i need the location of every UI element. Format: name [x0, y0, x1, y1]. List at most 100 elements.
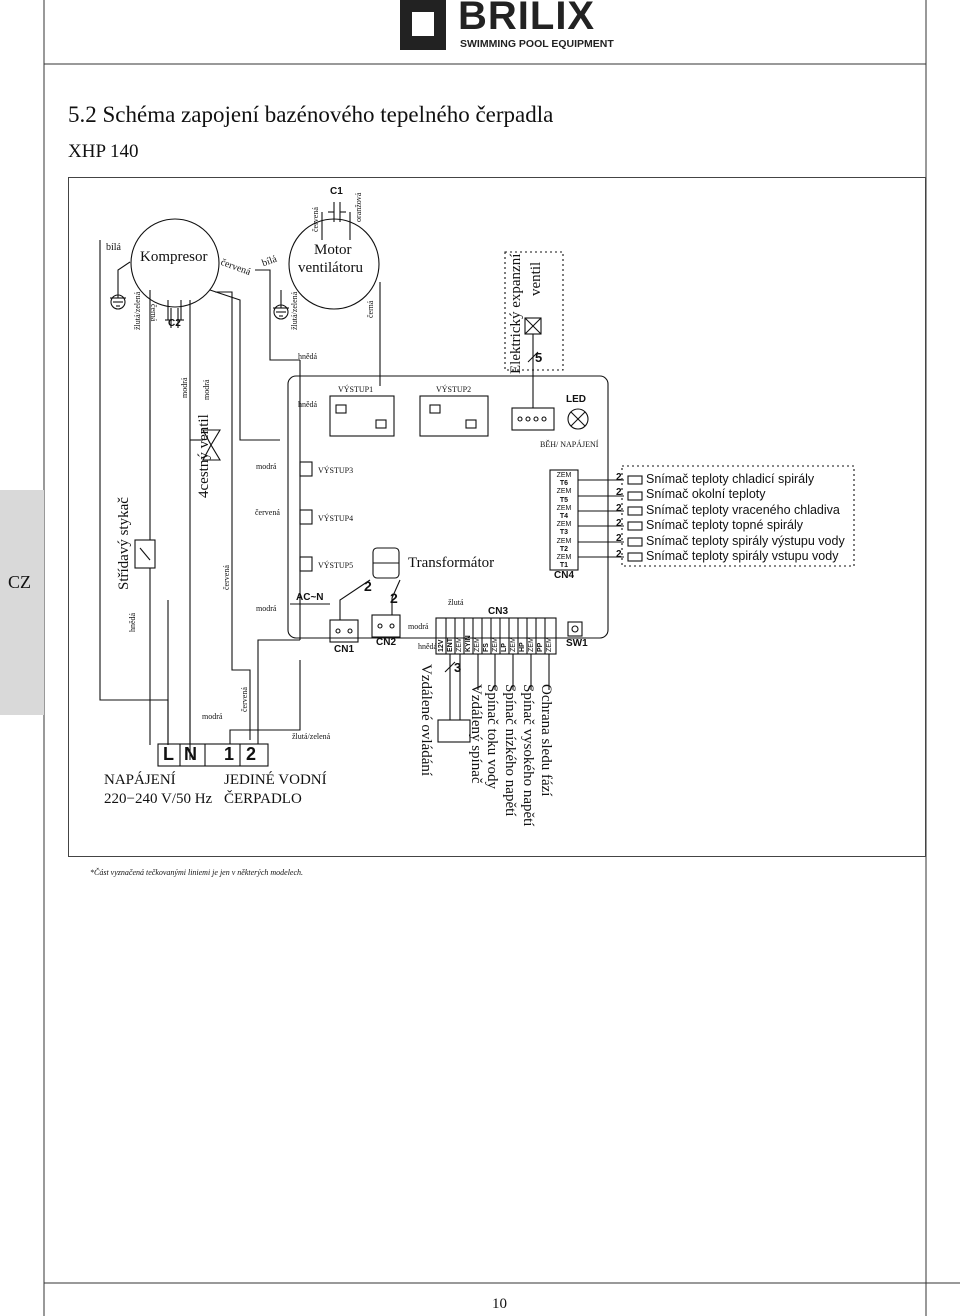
vystup4-label: VÝSTUP4 — [318, 514, 354, 523]
sensor-label: Snímač teploty chladicí spirály — [646, 472, 815, 486]
terminal-labels: L N 1 2 — [158, 744, 268, 766]
cn3-pin: LP — [501, 643, 508, 652]
contactor-label: Střídavý stykač — [116, 497, 132, 590]
cn3-label: CN3 — [488, 606, 509, 617]
sensor-label: Snímač okolní teploty — [646, 487, 766, 502]
vystup3-label: VÝSTUP3 — [318, 466, 354, 475]
blue-v3-label: modrá — [256, 462, 277, 471]
high-pressure-label: Spínač vysokého napětí — [520, 684, 536, 827]
low-pressure-label: Spínač nízkého napětí — [502, 684, 518, 817]
cn3-pin: PP — [537, 642, 544, 652]
c1-red-label: červená — [311, 207, 320, 232]
blue-label-1: modrá — [180, 377, 189, 398]
header: BRILIX SWIMMING POOL EQUIPMENT — [400, 0, 620, 60]
cn4-label: CN4 — [554, 570, 575, 581]
vystup1-label: VÝSTUP1 — [338, 385, 374, 394]
number-3: 3 — [454, 660, 462, 675]
sensor-label: Snímač teploty vraceného chladiva — [646, 502, 840, 517]
remote-control-box — [437, 719, 471, 743]
sensor-number: 2 — [616, 487, 622, 498]
yellow-green-bottom-label: žlutá/zelená — [292, 732, 331, 741]
cn4-pin: T3 — [559, 529, 569, 537]
power-label-1: NAPÁJENÍ — [104, 772, 176, 788]
terminal-label-l: L — [163, 744, 174, 764]
remote-control-label: Vzdálené ovládání — [418, 664, 434, 777]
brand-tagline: SWIMMING POOL EQUIPMENT — [460, 38, 614, 50]
sensor-number: 2 — [616, 472, 622, 483]
compressor-label: Kompresor — [140, 249, 208, 265]
vystup2-label: VÝSTUP2 — [436, 385, 472, 394]
wiring-diagram — [68, 177, 926, 857]
brown-top-label: hnědá — [298, 352, 318, 361]
language-tab[interactable]: CZ — [0, 490, 44, 715]
terminal-label-1: 1 — [224, 744, 235, 764]
terminal-block — [157, 743, 269, 767]
sensor-label: Snímač teploty topné spirály — [646, 518, 804, 533]
cn2-label: CN2 — [376, 637, 397, 648]
number-2b: 2 — [390, 590, 398, 606]
c1-label: C1 — [330, 186, 343, 197]
phase-protect-label: Ochrana sledu fází — [538, 684, 554, 797]
cn3-pin: ZEM — [528, 637, 535, 652]
footnote: *Část vyznačená tečkovanými liniemi je j… — [90, 868, 304, 877]
compressor-symbol — [130, 218, 220, 308]
white-label-left: bílá — [106, 242, 121, 253]
blue-ac-label: modrá — [256, 604, 277, 613]
cn1-connector — [329, 619, 359, 643]
sensor-number: 2 — [616, 518, 622, 529]
acn-label: AC~N — [296, 592, 324, 603]
vystup2-relay — [419, 395, 489, 437]
yellow-green-label-2: žlutá/zelená — [290, 291, 299, 330]
cn3-pin: HP — [519, 642, 526, 652]
c2-label: C2 — [168, 318, 181, 329]
cn3-pin: ZEM — [510, 637, 517, 652]
cn4-pin: ZEM — [556, 488, 572, 496]
cn3-pin: FS — [483, 643, 490, 652]
contactor-brown-label: hnědá — [128, 612, 137, 632]
remote-switch-label: Vzdálený spínač — [468, 684, 484, 784]
cn3-pin: 12V — [438, 639, 445, 652]
expansion-valve-label-1: Elektrický expanzní — [508, 253, 524, 374]
sensor-dotted-area — [621, 465, 855, 567]
vystup5-label: VÝSTUP5 — [318, 561, 354, 570]
cn3-pin: ENT — [447, 638, 454, 652]
cn4-pin-list: ZEM T6 ZEM T5 ZEM T4 ZEM T3 ZEM T2 ZEM T… — [551, 472, 577, 570]
expansion-valve-label-2: ventil — [528, 261, 544, 296]
brown-cn3-label: hnědá — [418, 642, 438, 651]
cn3-pin: KYIN — [465, 635, 472, 652]
cn3-pin-list: 12V ENT ZEM KYIN ZEM FS ZEM LP ZEM HP ZE… — [437, 620, 557, 654]
cn4-pin: ZEM — [556, 472, 572, 479]
transformer-label: Transformátor — [408, 555, 495, 571]
black-label-1: černá — [149, 304, 158, 322]
language-tab-label: CZ — [8, 572, 32, 592]
terminal-label-n: N — [184, 744, 197, 764]
section-title: 5.2 Schéma zapojení bazénového tepelného… — [68, 102, 554, 127]
sensor-label: Snímač teploty spirály výstupu vody — [646, 533, 845, 548]
cn4-connector — [549, 469, 579, 571]
contactor-symbol — [134, 539, 156, 569]
cn4-pin: ZEM — [556, 537, 572, 545]
power-label-2: 220−240 V/50 Hz — [104, 791, 213, 807]
cn3-pin: ZEM — [492, 637, 499, 652]
yellow-label: žlutá — [448, 598, 464, 607]
ground-icon — [110, 282, 126, 310]
cn3-pin: ZEM — [474, 637, 481, 652]
c1-orange-label: oranžová — [354, 192, 363, 222]
run-power-label: BĚH/ NAPÁJENÍ — [540, 440, 599, 449]
cn4-pin: T6 — [559, 480, 569, 488]
brand-logo — [400, 0, 606, 50]
pump-label-2: ČERPADLO — [224, 791, 302, 807]
led-label: LED — [566, 394, 586, 405]
cn3-pin: ZEM — [456, 637, 463, 652]
blue-cn3-label: modrá — [408, 622, 429, 631]
cn4-pin: ZEM — [556, 504, 572, 512]
fan-black-label: černá — [366, 300, 375, 318]
pump-label-1: JEDINÉ VODNÍ — [224, 772, 327, 788]
number-2a: 2 — [364, 578, 372, 594]
cn4-pin: ZEM — [556, 521, 572, 529]
valve-red-label: červená — [222, 565, 231, 590]
cn4-pin: T2 — [559, 545, 569, 553]
brand-name: BRILIX — [458, 0, 596, 38]
yellow-green-label-1: žlutá/zelená — [133, 291, 142, 330]
